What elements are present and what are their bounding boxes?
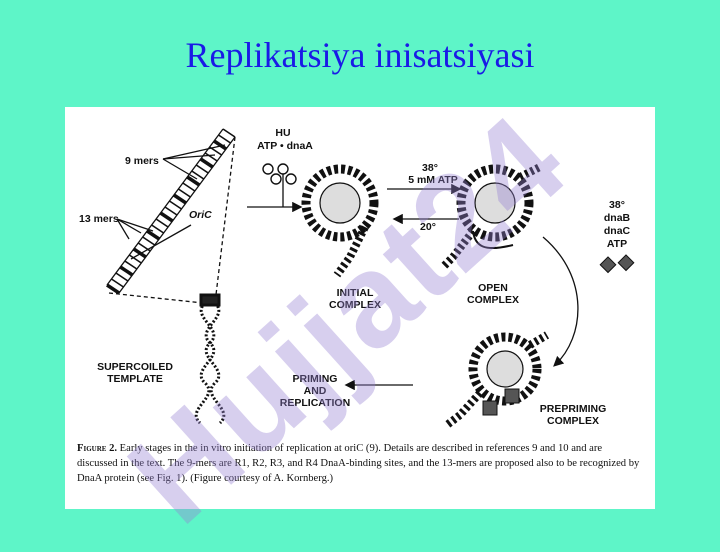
label-dnab: dnaB bbox=[603, 212, 631, 224]
label-nine-mers: 9 mers bbox=[125, 155, 159, 167]
dna-rung bbox=[186, 175, 201, 187]
caption-label: Figure 2. bbox=[77, 443, 118, 454]
figure-caption: Figure 2. Early stages in the in vitro i… bbox=[77, 441, 645, 486]
dna-rung bbox=[204, 152, 218, 162]
hu-protein-beads bbox=[262, 163, 297, 185]
slide-title: Replikatsiya inisatsiyasi bbox=[185, 35, 535, 75]
dna-rung bbox=[182, 182, 196, 192]
label-atp-dnaa: ATP • dnaA bbox=[257, 140, 313, 152]
dna-rung bbox=[159, 211, 174, 223]
label-open-complex: OPEN COMPLEX bbox=[467, 282, 519, 306]
dna-rung bbox=[164, 206, 178, 216]
dna-rung bbox=[111, 278, 124, 288]
dna-rung bbox=[128, 254, 142, 264]
initial-complex-drawing bbox=[301, 164, 379, 278]
dna-rung bbox=[199, 157, 214, 169]
replication-diagram bbox=[106, 128, 635, 429]
dnab-dnac-proteins bbox=[599, 254, 635, 274]
open-complex-drawing bbox=[440, 163, 542, 270]
dna-rung bbox=[106, 283, 120, 295]
dna-rung bbox=[195, 164, 209, 174]
caption-text: Early stages in the in vitro initiation … bbox=[77, 443, 640, 484]
label-temp-reverse: 20° bbox=[420, 221, 436, 233]
prepriming-complex-drawing bbox=[444, 331, 550, 429]
dna-rung bbox=[177, 188, 191, 198]
label-hu: HU bbox=[275, 127, 291, 139]
dna-rung bbox=[213, 139, 228, 151]
dna-rung bbox=[142, 236, 156, 246]
dna-rung bbox=[119, 265, 134, 277]
dna-rung bbox=[191, 170, 205, 180]
dna-rung bbox=[172, 193, 187, 205]
label-dnac: dnaC bbox=[603, 225, 631, 237]
oric-dna-ladder bbox=[106, 128, 236, 295]
dna-rung bbox=[151, 224, 165, 234]
label-prepriming-complex: PREPRIMING COMPLEX bbox=[539, 403, 607, 427]
label-temp-forward: 38° bbox=[422, 162, 438, 174]
label-oric: OriC bbox=[189, 209, 212, 221]
label-supercoiled-template: SUPERCOILED TEMPLATE bbox=[97, 361, 173, 385]
dna-rung bbox=[222, 128, 236, 138]
label-atp: ATP bbox=[606, 238, 628, 250]
dna-rung bbox=[155, 218, 169, 228]
supercoiled-template-drawing bbox=[194, 293, 226, 425]
dna-rung bbox=[218, 134, 231, 144]
dna-rung bbox=[124, 260, 138, 270]
dna-rung bbox=[132, 247, 147, 259]
label-temp-prepriming: 38° bbox=[609, 199, 625, 211]
label-priming-replication: PRIMING AND REPLICATION bbox=[279, 373, 351, 409]
label-thirteen-mers: 13 mers bbox=[79, 213, 119, 225]
dna-rung bbox=[169, 200, 182, 210]
label-atp-conc: 5 mM ATP bbox=[408, 174, 458, 186]
label-initial-complex: INITIAL COMPLEX bbox=[329, 287, 381, 311]
figure-panel: 9 mers 13 mers OriC HU ATP • dnaA 38° 5 … bbox=[65, 107, 655, 509]
dna-rung bbox=[146, 229, 161, 241]
dna-rung bbox=[115, 272, 129, 282]
